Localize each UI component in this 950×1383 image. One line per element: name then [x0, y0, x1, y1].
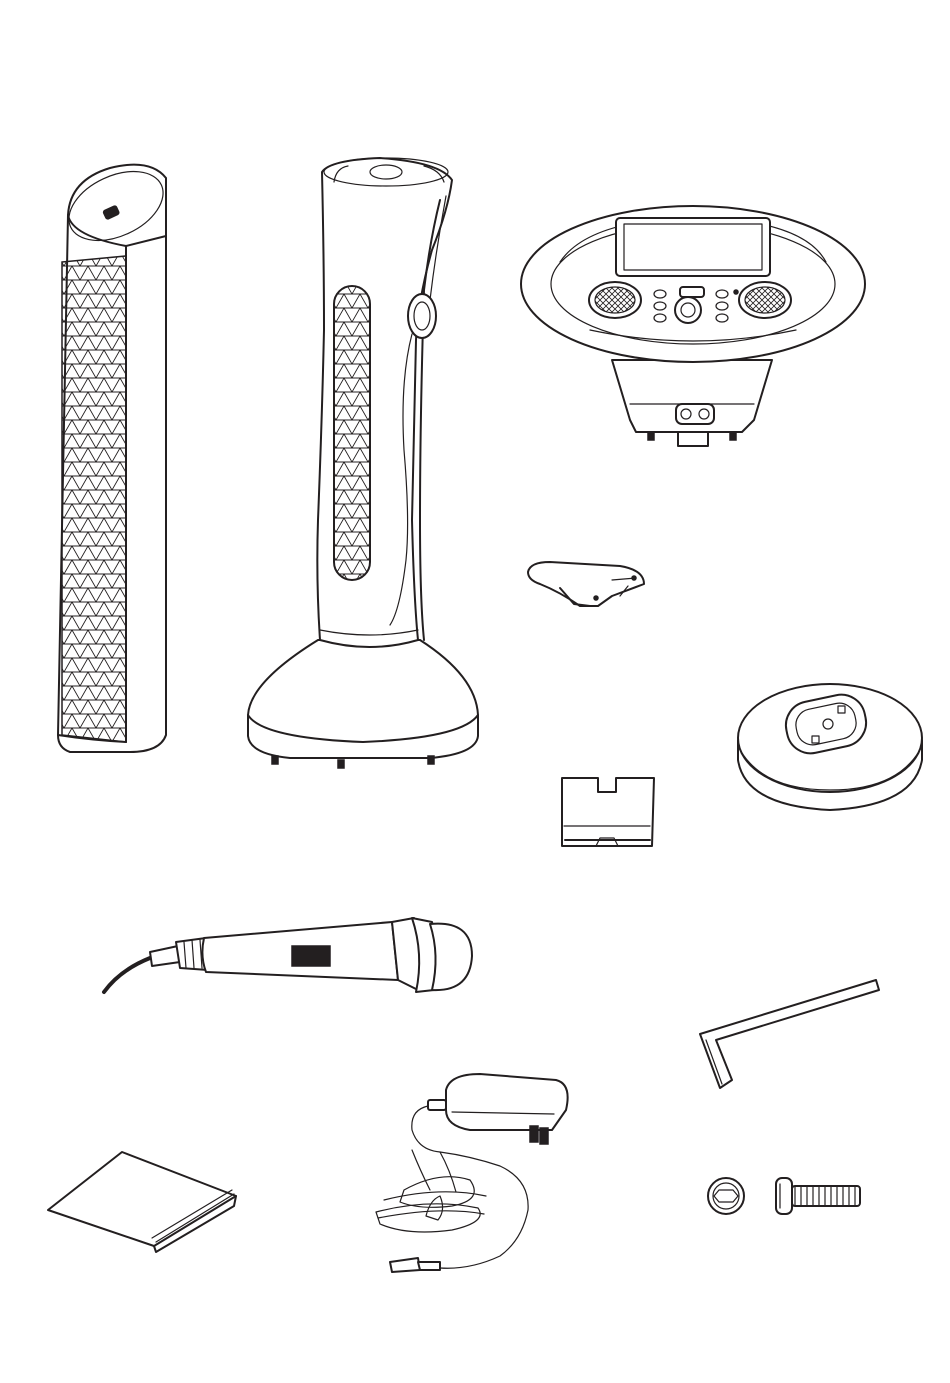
main-speaker-column [248, 158, 478, 768]
left-speaker-tower [58, 158, 174, 752]
hex-key [700, 980, 879, 1088]
round-base [738, 684, 922, 810]
control-console [521, 206, 865, 446]
power-adapter [376, 1074, 568, 1272]
instruction-booklet [48, 1152, 236, 1252]
screw [776, 1178, 860, 1214]
washer [708, 1178, 744, 1214]
microphone [104, 918, 472, 992]
stand-clip [562, 778, 654, 846]
mounting-bracket [528, 562, 644, 606]
